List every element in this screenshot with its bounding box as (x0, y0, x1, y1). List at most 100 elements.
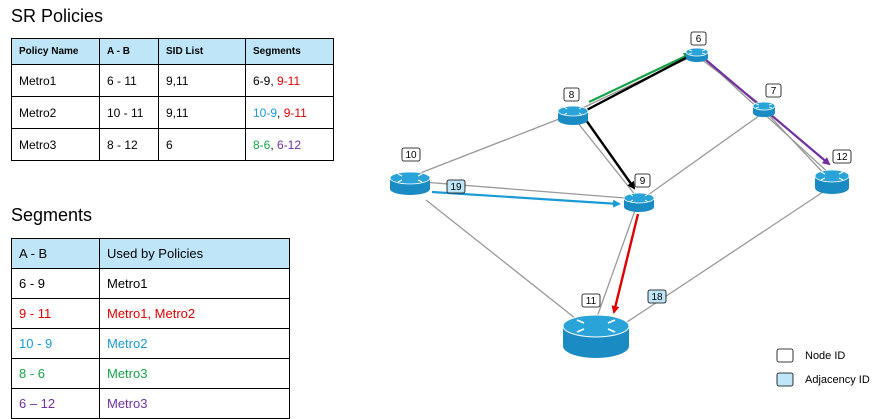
adjacency-id-box (446, 179, 466, 194)
segments-table: A - B Used by Policies 6 - 9 Metro1 9 - … (11, 238, 290, 419)
router-icon (557, 105, 589, 117)
router-node-11 (562, 314, 630, 358)
segment-path-9-11 (611, 213, 640, 314)
segments-title: Segments (11, 205, 93, 225)
segment-path-6-9 (579, 50, 698, 190)
router-node-6 (685, 47, 709, 62)
ab-cell: 8 - 12 (99, 128, 159, 161)
node-id-box (634, 173, 651, 188)
policy-name-cell: Metro2 (11, 96, 100, 129)
segment-text: 8-6 (253, 137, 271, 152)
router-icon (752, 101, 776, 111)
link-8-9 (573, 117, 637, 197)
router-icon (563, 106, 583, 116)
node-id-label: 11 (581, 293, 601, 308)
link-7-12 (763, 109, 830, 180)
node-id-text: 12 (836, 152, 848, 163)
segment-text: 10-9 (253, 105, 278, 120)
legend-adjacency-id-swatch (776, 372, 794, 387)
table-row: 6 - 9 Metro1 (11, 268, 290, 299)
router-node-9 (623, 192, 655, 212)
adjacency-id-label: 18 (647, 289, 667, 304)
adjacency-id-text: 18 (651, 292, 663, 303)
table-row: 8 - 6 Metro3 (11, 358, 290, 389)
node-id-box (765, 83, 782, 98)
node-id-label: 7 (765, 83, 782, 98)
sid-list-cell: 6 (158, 128, 246, 161)
node-id-label: 8 (563, 87, 580, 102)
node-id-label: 10 (401, 147, 421, 162)
node-id-box (832, 149, 852, 164)
segment-path-10-9 (431, 190, 621, 208)
router-node-10 (389, 171, 431, 195)
router-icon (820, 171, 844, 181)
used-by-cell: Metro3 (99, 388, 290, 419)
segment-text: 6-12 (277, 137, 302, 152)
link-10-11 (425, 199, 591, 331)
link-10-9 (409, 180, 639, 200)
segment-separator: , (270, 137, 278, 152)
column-header: Segments (245, 38, 334, 65)
segments-cell: 8-6, 6-12 (245, 128, 334, 161)
node-id-label: 6 (690, 31, 707, 46)
legend: Node ID Adjacency ID (776, 348, 870, 387)
adjacency-id-box (647, 289, 667, 304)
policies-title: SR Policies (11, 6, 104, 26)
segment-text: 9-11 (277, 73, 301, 88)
node-id-label: 12 (832, 149, 852, 164)
node-id-box (690, 31, 707, 46)
link-9-11 (595, 201, 639, 321)
node-id-text: 10 (405, 150, 417, 161)
ab-cell: 9 - 11 (11, 298, 100, 329)
legend-adjacency-id-text: Adjacency ID (805, 374, 870, 386)
node-id-text: 6 (696, 34, 702, 45)
node-id-box (581, 293, 601, 308)
node-id-text: 9 (640, 176, 646, 187)
used-by-cell: Metro1 (99, 268, 290, 299)
node-id-text: 8 (569, 90, 575, 101)
router-node-12 (814, 169, 850, 194)
segment-path-8-6 (588, 52, 692, 103)
policy-name-cell: Metro3 (11, 128, 100, 161)
adjacency-id-label: 19 (446, 179, 466, 194)
segment-separator: , (277, 105, 284, 120)
router-icon (685, 47, 709, 57)
legend-node-id-text: Node ID (805, 350, 845, 362)
router-icon (629, 193, 649, 203)
used-by-cell: Metro1, Metro2 (99, 298, 290, 329)
table-row: 10 - 9 Metro2 (11, 328, 290, 359)
link-7-9 (640, 112, 764, 201)
table-row: Metro2 10 - 11 9,11 10-9, 9-11 (11, 96, 334, 129)
segment-text: 9-11 (283, 105, 307, 120)
node-id-box (563, 87, 580, 102)
segment-text: 6-9 (253, 73, 271, 88)
router-icon (688, 49, 706, 55)
table-row: 9 - 11 Metro1, Metro2 (11, 298, 290, 329)
segments-cell: 10-9, 9-11 (245, 96, 334, 129)
router-node-8 (557, 105, 589, 125)
node-id-box (401, 147, 421, 162)
column-header: A - B (99, 38, 159, 65)
used-by-cell: Metro3 (99, 358, 290, 389)
router-icon (623, 192, 655, 204)
adjacency-id-text: 19 (450, 182, 462, 193)
table-row: Metro3 8 - 12 6 8-6, 6-12 (11, 128, 334, 161)
link-12-11 (614, 191, 824, 331)
used-by-cell: Metro2 (99, 328, 290, 359)
ab-cell: 10 - 9 (11, 328, 100, 359)
column-header: SID List (158, 38, 246, 65)
link-10-8 (409, 113, 573, 178)
router-icon (576, 319, 616, 333)
router-icon (755, 103, 773, 109)
router-icon (389, 171, 431, 185)
router-icon (814, 169, 850, 183)
router-node-7 (752, 101, 776, 117)
node-id-text: 7 (771, 86, 777, 97)
legend-node-id-swatch (776, 348, 794, 363)
sr-policies-table: Policy Name A - B SID List Segments Metr… (11, 38, 334, 161)
segment-separator: , (270, 73, 278, 88)
router-icon (562, 314, 630, 338)
policy-name-cell: Metro1 (11, 64, 100, 97)
router-icon (397, 173, 423, 183)
